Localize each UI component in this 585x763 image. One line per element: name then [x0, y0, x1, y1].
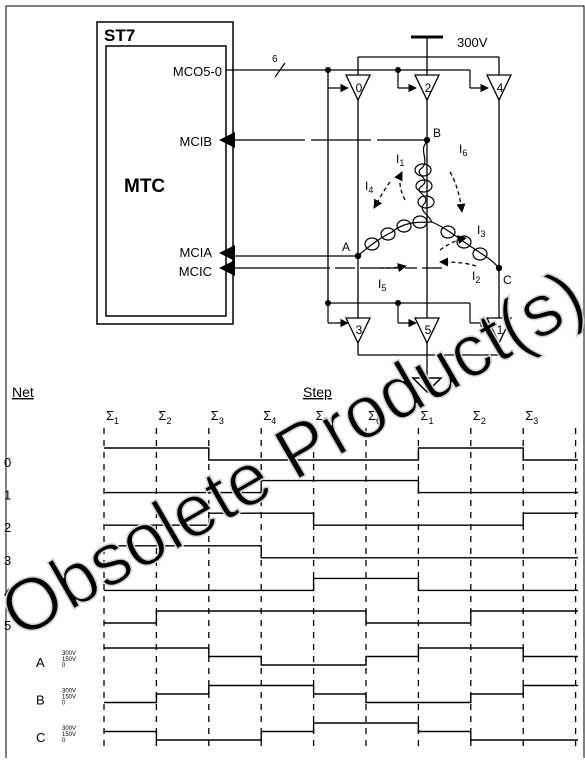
supply-rail: 300V	[357, 35, 500, 75]
driver-label: 2	[425, 81, 432, 95]
svg-text:I4: I4	[365, 179, 373, 195]
phase-scale-label: 150V	[62, 657, 76, 663]
step-label: Σ3	[211, 408, 224, 426]
mtc-outline	[105, 45, 227, 317]
step-title: Step	[303, 384, 332, 400]
phase-scale-label: 300V	[62, 726, 76, 732]
driver-label: 5	[425, 323, 432, 337]
svg-text:I6: I6	[459, 142, 467, 158]
ground-symbol	[357, 342, 500, 394]
phase-label: C	[36, 730, 45, 745]
timing-diagram: Net Step Σ1 Σ2 Σ3 Σ4 Σ5 Σ6 Σ1 Σ2 Σ3 0 1 2 3 4 5 A 300V…	[4, 384, 578, 752]
net-waveform	[104, 512, 578, 526]
phase-scale-label: 0	[62, 738, 66, 744]
phase-scale-label: 0	[62, 701, 66, 707]
net-label: 2	[4, 520, 11, 535]
net-label: 0	[4, 455, 11, 470]
current-arrows	[373, 171, 477, 273]
pin-mco: MCO5-0	[173, 64, 222, 79]
phase-waveform	[104, 647, 578, 666]
net-waveform	[104, 479, 578, 494]
phase-scale-label: 150V	[62, 732, 76, 738]
driver-label: 1	[497, 323, 504, 337]
supply-voltage: 300V	[457, 35, 488, 50]
page-frame	[5, 5, 585, 763]
node-a: A	[342, 240, 350, 254]
step-label: Σ6	[368, 408, 381, 426]
svg-text:I2: I2	[472, 269, 480, 285]
node-c: C	[503, 273, 512, 287]
bus-width: 6	[272, 54, 278, 65]
motor-windings	[359, 141, 498, 267]
step-label: Σ5	[316, 408, 329, 426]
mcic-arrow	[219, 260, 235, 276]
gate-bus: 6	[226, 54, 489, 328]
pin-mcib: MCIB	[180, 134, 213, 149]
net-label: 4	[4, 585, 11, 600]
net-waveform	[104, 577, 578, 592]
phase-waveform	[104, 684, 578, 704]
driver-1	[485, 317, 513, 345]
step-headers: Σ1 Σ2 Σ3 Σ4 Σ5 Σ6 Σ1 Σ2 Σ3	[106, 408, 538, 426]
step-label: Σ1	[106, 408, 119, 426]
phase-scale-label: 0	[62, 663, 66, 669]
driver-label: 4	[497, 81, 504, 95]
pin-mcia: MCIA	[180, 245, 213, 260]
mtc-label: MTC	[124, 176, 165, 197]
driver-label: 3	[356, 323, 363, 337]
current-labels: I1 I6 I4 I3 I2 I5	[365, 142, 485, 293]
step-label: Σ2	[473, 408, 486, 426]
net-waveform	[104, 447, 578, 461]
net-waveform	[104, 545, 578, 559]
svg-text:I3: I3	[477, 223, 485, 239]
net-label: 5	[4, 618, 11, 633]
phase-scale-label: 150V	[62, 695, 76, 701]
phase-scale-label: 300V	[62, 651, 76, 657]
phase-label: A	[36, 655, 45, 670]
net-label: 3	[4, 553, 11, 568]
net-waveform	[104, 610, 578, 624]
step-label: Σ3	[525, 408, 538, 426]
top-drivers: 0 2 4	[344, 74, 513, 102]
step-label: Σ4	[263, 408, 276, 426]
phase-nodes: B A C	[342, 126, 512, 287]
driver-5	[413, 317, 441, 345]
driver-0	[344, 74, 372, 102]
driver-label: 0	[356, 81, 363, 95]
bus-slash	[274, 62, 286, 78]
node-b: B	[433, 126, 441, 140]
mcia-arrow	[219, 245, 235, 261]
bottom-drivers: 3 5 1	[344, 317, 513, 345]
step-label: Σ1	[420, 408, 433, 426]
pin-mcic: MCIC	[179, 264, 212, 279]
chip-name: ST7	[104, 26, 135, 45]
net-rows: 0 1 2 3 4 5	[4, 447, 578, 633]
svg-text:I1: I1	[396, 152, 404, 168]
feedback-lines	[235, 139, 499, 269]
phase-waveform	[104, 722, 578, 741]
phase-label: B	[36, 693, 45, 708]
net-title: Net	[12, 384, 34, 400]
mcib-arrow	[219, 132, 235, 148]
step-label: Σ2	[158, 408, 171, 426]
svg-text:I5: I5	[378, 277, 386, 293]
net-label: 1	[4, 488, 11, 503]
driver-3	[344, 317, 372, 345]
driver-2	[413, 74, 441, 102]
phase-scale-label: 300V	[62, 689, 76, 695]
st7-chip: ST7 MTC MCO5-0 MCIB MCIA MCIC	[96, 21, 235, 325]
driver-4	[485, 74, 513, 102]
